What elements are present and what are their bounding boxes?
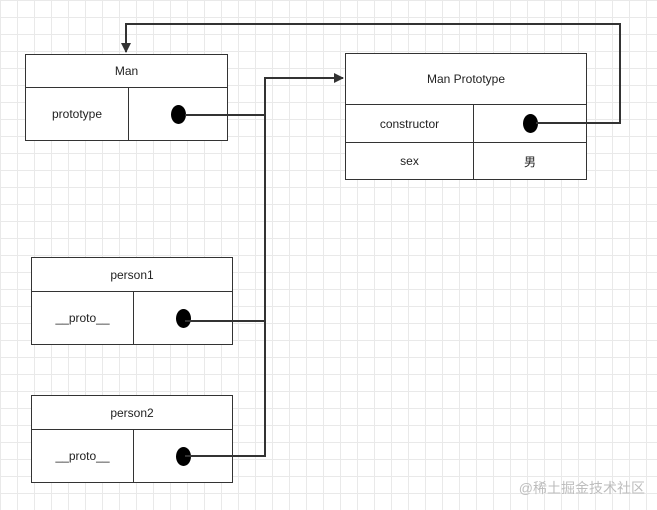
watermark: @稀土掘金技术社区 <box>518 480 645 496</box>
pointer-dot-icon <box>170 104 186 124</box>
man-prototype-row: prototype <box>26 88 227 140</box>
person1-proto-label: __proto__ <box>55 311 110 325</box>
sex-value: 男 <box>473 143 586 179</box>
person2-title: person2 <box>32 396 232 430</box>
person2-box: person2 __proto__ <box>31 395 233 483</box>
person2-proto-row: __proto__ <box>32 430 232 482</box>
man-box: Man prototype <box>25 54 228 141</box>
constructor-pointer-cell <box>473 105 586 142</box>
man-title: Man <box>26 55 227 88</box>
pointer-dot-icon <box>522 114 538 133</box>
man-prototype-label: prototype <box>51 107 103 121</box>
constructor-row: constructor <box>346 105 586 142</box>
pointer-dot-icon <box>175 308 191 328</box>
man-prototype-pointer-cell <box>128 88 227 140</box>
person1-proto-pointer-cell <box>133 292 232 344</box>
pointer-dot-icon <box>175 446 191 466</box>
man-prototype-title: Man Prototype <box>346 54 586 105</box>
person2-proto-pointer-cell <box>133 430 232 482</box>
constructor-label: constructor <box>379 116 440 131</box>
man-prototype-box: Man Prototype constructor sex 男 <box>345 53 587 180</box>
sex-label: sex <box>400 154 419 168</box>
person1-box: person1 __proto__ <box>31 257 233 345</box>
person1-proto-row: __proto__ <box>32 292 232 344</box>
sex-row: sex 男 <box>346 142 586 179</box>
person1-title: person1 <box>32 258 232 292</box>
person2-proto-label: __proto__ <box>55 449 110 463</box>
